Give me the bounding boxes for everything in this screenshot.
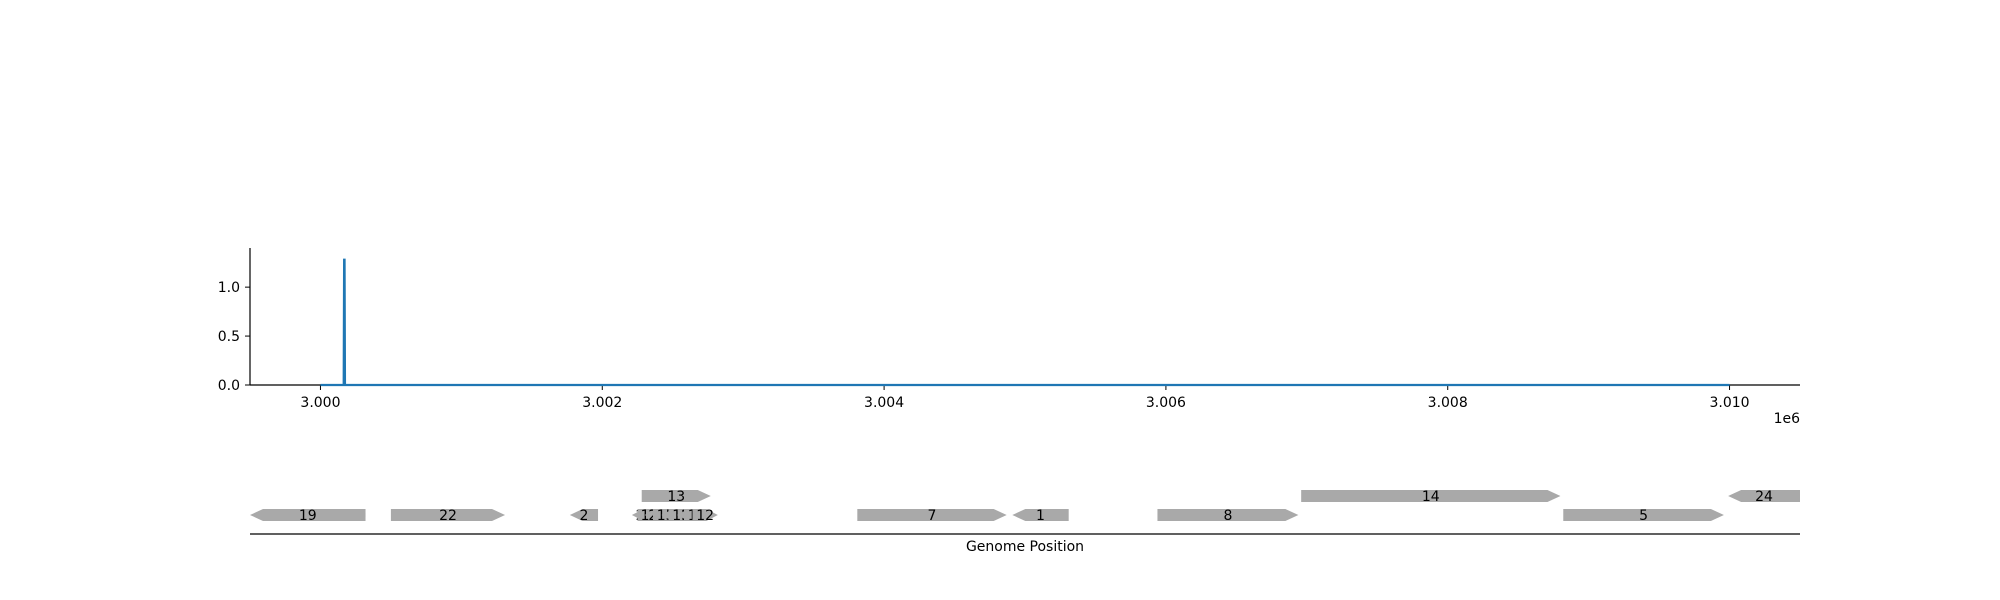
gene-label: 14 <box>1422 489 1440 505</box>
y-tick-label: 1.0 <box>218 280 240 296</box>
gene-label: 8 <box>1223 508 1232 524</box>
gene-arrow <box>1012 509 1069 521</box>
gene-feature-1: 1 <box>1012 508 1069 524</box>
gene-feature-7: 7 <box>857 508 1007 524</box>
gene-label: 1 <box>1036 508 1045 524</box>
gene-feature-24: 24 <box>1728 489 1800 505</box>
gene-feature-14: 14 <box>1301 489 1561 505</box>
y-tick-label: 0.0 <box>218 378 240 394</box>
x-offset-label: 1e6 <box>1774 411 1801 427</box>
coverage-line <box>320 258 1730 387</box>
gene-feature-8: 8 <box>1157 508 1299 524</box>
gene-arrow <box>390 509 506 521</box>
x-tick-label: 3.000 <box>300 395 340 411</box>
gene-feature-22: 22 <box>390 508 506 524</box>
gene-arrow <box>692 509 718 521</box>
gene-feature-12: 12 <box>692 508 718 524</box>
gene-label: 5 <box>1639 508 1648 524</box>
gene-label: 13 <box>667 489 685 505</box>
gene-arrow <box>1301 490 1561 502</box>
gene-label: 2 <box>579 508 588 524</box>
x-tick-label: 3.002 <box>582 395 622 411</box>
gene-label: 22 <box>439 508 457 524</box>
gene-arrow <box>569 509 599 521</box>
gene-label: 24 <box>1755 489 1773 505</box>
gene-arrow <box>1728 490 1800 502</box>
x-tick-label: 3.006 <box>1146 395 1186 411</box>
gene-features: 19222201723154181011121371814524 <box>250 489 1800 524</box>
gene-arrow <box>857 509 1007 521</box>
gene-track: 19222201723154181011121371814524 Genome … <box>250 489 1800 555</box>
gene-label: 12 <box>696 508 714 524</box>
y-tick-label: 0.5 <box>218 329 240 345</box>
gene-arrow <box>1157 509 1299 521</box>
x-tick-label: 3.010 <box>1709 395 1749 411</box>
coverage-axes <box>249 248 1800 386</box>
gene-arrow <box>250 509 366 521</box>
gene-label: 7 <box>928 508 937 524</box>
x-tick-label: 3.008 <box>1428 395 1468 411</box>
gene-feature-5: 5 <box>1563 508 1724 524</box>
coverage-series <box>320 258 1730 387</box>
gene-feature-2: 2 <box>569 508 599 524</box>
gene-feature-13: 13 <box>641 489 711 505</box>
coverage-ticks: 3.000 3.002 3.004 3.006 3.008 3.010 0.0 0.5 1.0 <box>218 280 1750 411</box>
gene-arrow <box>641 490 711 502</box>
x-axis-label: Genome Position <box>966 539 1084 555</box>
gene-label: 19 <box>299 508 317 524</box>
gene-feature-19: 19 <box>250 508 366 524</box>
gene-arrow <box>1563 509 1724 521</box>
x-tick-label: 3.004 <box>864 395 904 411</box>
